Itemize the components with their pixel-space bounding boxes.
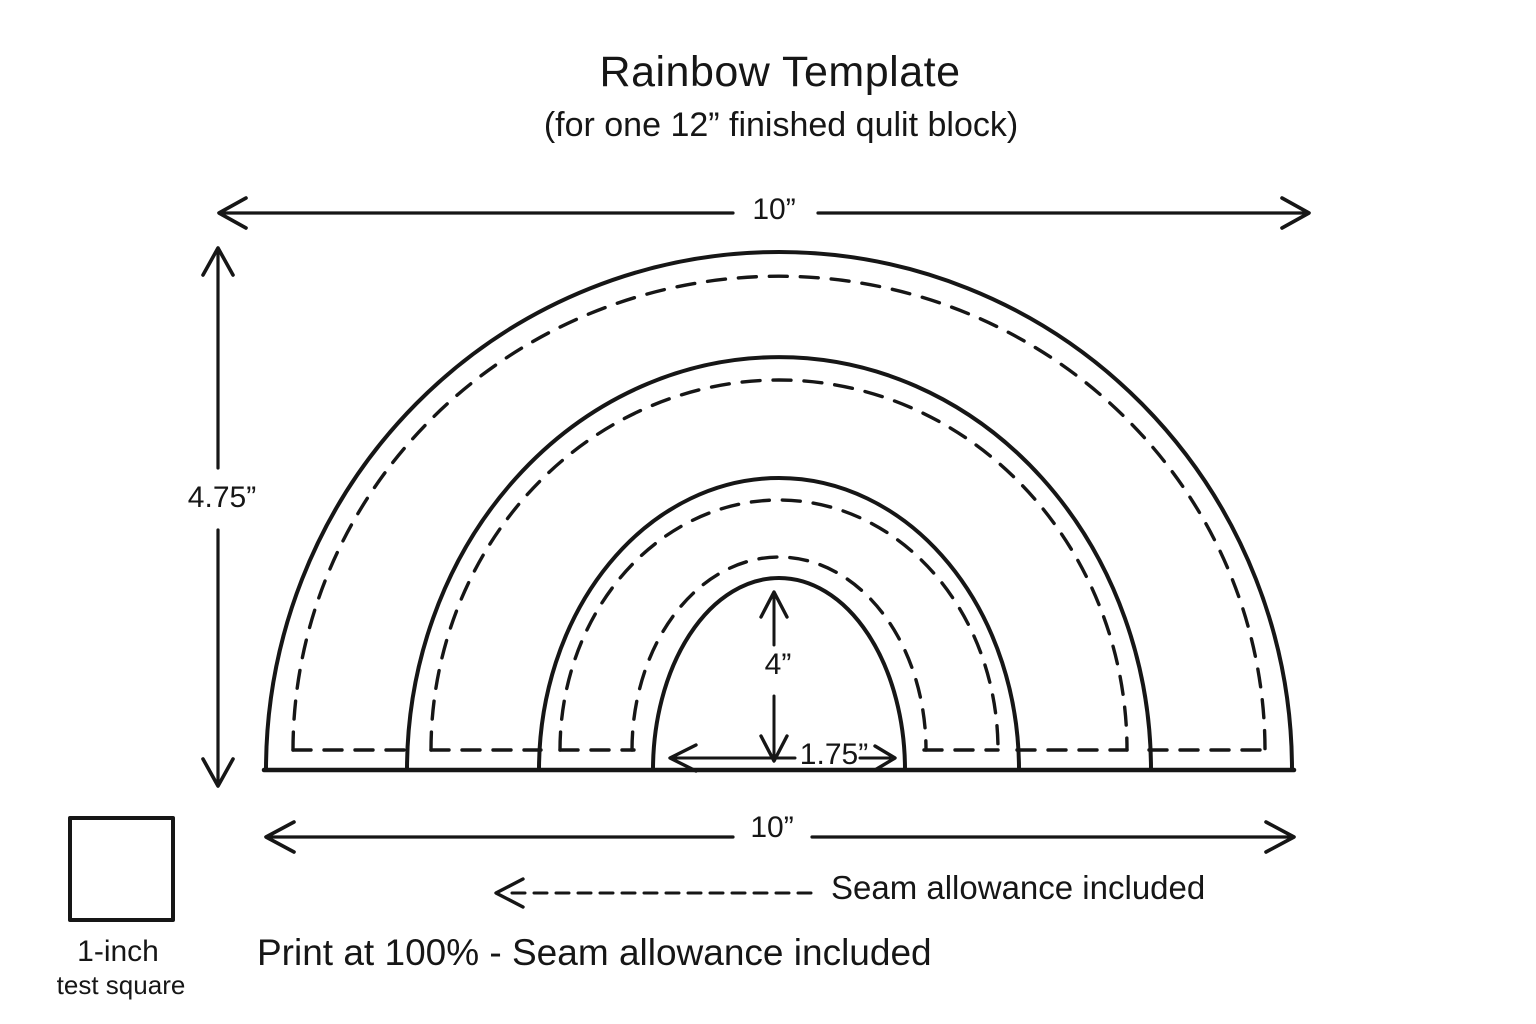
arch-width-value: 1.75” xyxy=(799,738,869,771)
arrowhead-left-icon xyxy=(668,743,698,773)
band1-seam-arc xyxy=(291,274,1267,752)
arch-height-value: 4” xyxy=(764,648,792,681)
arrowhead-left-icon xyxy=(217,196,248,230)
band3-seam-arc xyxy=(558,498,1000,752)
band2-arc-cut-line xyxy=(405,355,1153,772)
test-square xyxy=(68,816,175,922)
height-dimension xyxy=(201,246,235,788)
overall-height-value: 4.75” xyxy=(187,481,257,514)
arrowhead-right-icon xyxy=(873,744,897,772)
bottom-width-value: 10” xyxy=(750,811,794,844)
page-subtitle: (for one 12” finished qulit block) xyxy=(543,106,1019,144)
arch-width-dimension xyxy=(668,743,897,773)
top-width-dimension xyxy=(217,196,1311,230)
arrowhead-right-icon xyxy=(1264,820,1296,854)
arrowhead-down-icon xyxy=(759,734,789,763)
seam-allowance-legend-line xyxy=(494,877,814,909)
arch-height-dimension xyxy=(759,590,789,763)
arrowhead-up-icon xyxy=(759,590,789,619)
rainbow-cut-lines xyxy=(261,250,1297,773)
band3-arc-cut-line xyxy=(537,476,1021,772)
inner-arch-seam-arc xyxy=(630,555,928,752)
arrowhead-up-icon xyxy=(201,246,235,277)
arrowhead-left-icon xyxy=(264,820,296,854)
band2-seam-arc xyxy=(429,378,1129,752)
print-instruction: Print at 100% - Seam allowance included xyxy=(257,932,932,973)
top-width-value: 10” xyxy=(752,193,796,226)
arrowhead-right-icon xyxy=(1280,196,1311,230)
seam-allowance-legend-label: Seam allowance included xyxy=(831,869,1206,906)
arrowhead-down-icon xyxy=(201,757,235,788)
seam-allowance-lines xyxy=(291,274,1267,752)
inner-arch-cut-line xyxy=(651,576,907,772)
outer-arc-cut-line xyxy=(264,250,1294,772)
page-title: Rainbow Template xyxy=(599,48,961,96)
arrowhead-left-icon xyxy=(494,877,525,909)
bottom-width-dimension xyxy=(264,820,1296,854)
test-square-label-line2: test square xyxy=(56,970,186,1000)
test-square-label-line1: 1-inch xyxy=(77,935,159,968)
